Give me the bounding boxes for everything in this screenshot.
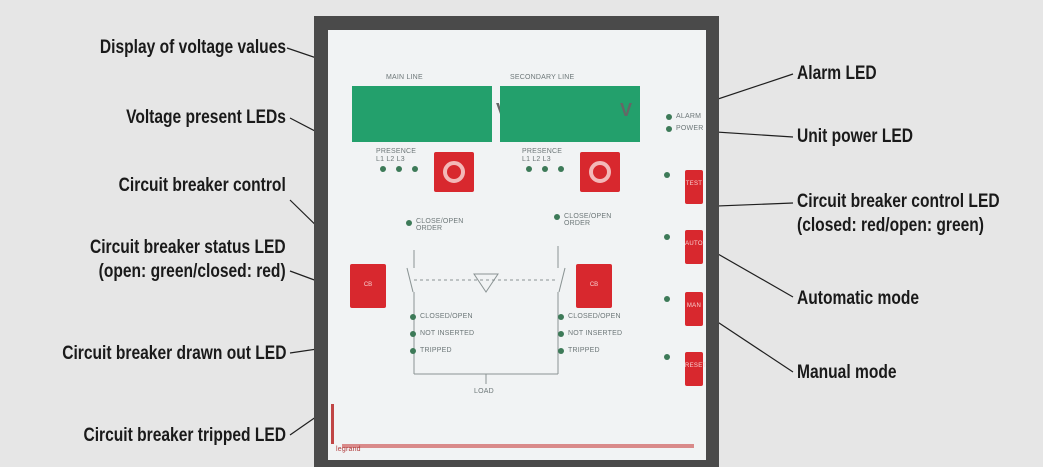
- main-closed-open-label: CLOSED/OPEN: [420, 313, 473, 320]
- secondary-closed-open-label: CLOSED/OPEN: [568, 313, 621, 320]
- callout-alarm-led: Alarm LED: [797, 63, 877, 84]
- secondary-line-display: [500, 86, 640, 142]
- callout-cb-status-line2: (open: green/closed: red): [99, 261, 286, 282]
- main-order-label: ORDER: [416, 225, 443, 232]
- secondary-not-inserted-led: [558, 331, 564, 337]
- callout-cb-status-line1: Circuit breaker status LED: [90, 237, 286, 258]
- man-led: [664, 296, 670, 302]
- callout-cb-status: Circuit breaker status LED (open: green/…: [90, 236, 286, 284]
- callout-manual-mode: Manual mode: [797, 362, 897, 383]
- main-tripped-led: [410, 348, 416, 354]
- power-ring-icon: [443, 161, 465, 183]
- secondary-cb-toggle-label: CB: [589, 282, 599, 288]
- main-presence-led-l2: [396, 166, 402, 172]
- callout-cb-control: Circuit breaker control: [118, 175, 286, 196]
- callout-cb-control-led-line2: (closed: red/open: green): [797, 215, 984, 236]
- main-line-display: [352, 86, 492, 142]
- manual-mode-button[interactable]: MAN: [685, 292, 703, 326]
- test-button[interactable]: TEST: [685, 170, 703, 204]
- callout-display-voltage: Display of voltage values: [99, 37, 286, 58]
- brand-strip: [331, 404, 334, 444]
- main-tripped-label: TRIPPED: [420, 347, 452, 354]
- alarm-label: ALARM: [676, 113, 702, 120]
- main-presence-led-l3: [412, 166, 418, 172]
- main-close-open-label: CLOSE/OPEN: [416, 218, 464, 225]
- reset-led: [664, 354, 670, 360]
- brand-logo: legrand: [336, 446, 361, 453]
- main-not-inserted-label: NOT INSERTED: [420, 330, 475, 337]
- auto-mode-button[interactable]: AUTO: [685, 230, 703, 264]
- reset-button-label: RESET: [685, 363, 707, 369]
- power-led: [666, 126, 672, 132]
- callout-voltage-present-leds: Voltage present LEDs: [126, 107, 286, 128]
- callout-cb-drawn-out: Circuit breaker drawn out LED: [61, 343, 286, 364]
- callout-cb-tripped: Circuit breaker tripped LED: [83, 425, 286, 446]
- secondary-tripped-led: [558, 348, 564, 354]
- callout-unit-power-led: Unit power LED: [797, 126, 913, 147]
- main-line-cb-button[interactable]: [434, 152, 474, 192]
- alarm-led: [666, 114, 672, 120]
- reset-button[interactable]: RESET: [685, 352, 707, 386]
- secondary-not-inserted-label: NOT INSERTED: [568, 330, 623, 337]
- test-button-label: TEST: [685, 181, 703, 187]
- manual-button-label: MAN: [686, 303, 702, 309]
- secondary-presence-led-l2: [542, 166, 548, 172]
- main-cb-toggle-label: CB: [363, 282, 373, 288]
- main-phase-labels: L1 L2 L3: [376, 156, 405, 163]
- main-not-inserted-led: [410, 331, 416, 337]
- main-presence-label: PRESENCE: [376, 148, 417, 155]
- auto-led: [664, 234, 670, 240]
- callout-cb-control-led-line1: Circuit breaker control LED: [797, 191, 1000, 212]
- device-faceplate: MAIN LINE SECONDARY LINE V V ALARM POWER…: [328, 30, 706, 460]
- secondary-closed-open-led: [558, 314, 564, 320]
- load-label: LOAD: [474, 388, 494, 395]
- secondary-line-volt-unit: V: [620, 100, 633, 120]
- secondary-line-label: SECONDARY LINE: [510, 74, 575, 81]
- one-line-schematic: [406, 246, 566, 384]
- main-closed-open-led: [410, 314, 416, 320]
- power-label: POWER: [676, 125, 704, 132]
- test-led: [664, 172, 670, 178]
- auto-button-label: AUTO: [685, 241, 703, 247]
- main-line-label: MAIN LINE: [386, 74, 423, 81]
- callout-cb-control-led: Circuit breaker control LED (closed: red…: [797, 190, 1000, 238]
- secondary-cb-toggle-button[interactable]: CB: [576, 264, 612, 308]
- secondary-presence-led-l1: [526, 166, 532, 172]
- main-close-open-order-led: [406, 220, 412, 226]
- bottom-strip: [342, 444, 694, 448]
- secondary-tripped-label: TRIPPED: [568, 347, 600, 354]
- secondary-presence-led-l3: [558, 166, 564, 172]
- callout-automatic-mode: Automatic mode: [797, 288, 920, 309]
- secondary-order-label: ORDER: [564, 220, 591, 227]
- power-ring-icon: [589, 161, 611, 183]
- main-cb-toggle-button[interactable]: CB: [350, 264, 386, 308]
- secondary-close-open-order-led: [554, 214, 560, 220]
- secondary-close-open-label: CLOSE/OPEN: [564, 213, 612, 220]
- main-presence-led-l1: [380, 166, 386, 172]
- secondary-line-cb-button[interactable]: [580, 152, 620, 192]
- secondary-presence-label: PRESENCE: [522, 148, 563, 155]
- secondary-phase-labels: L1 L2 L3: [522, 156, 551, 163]
